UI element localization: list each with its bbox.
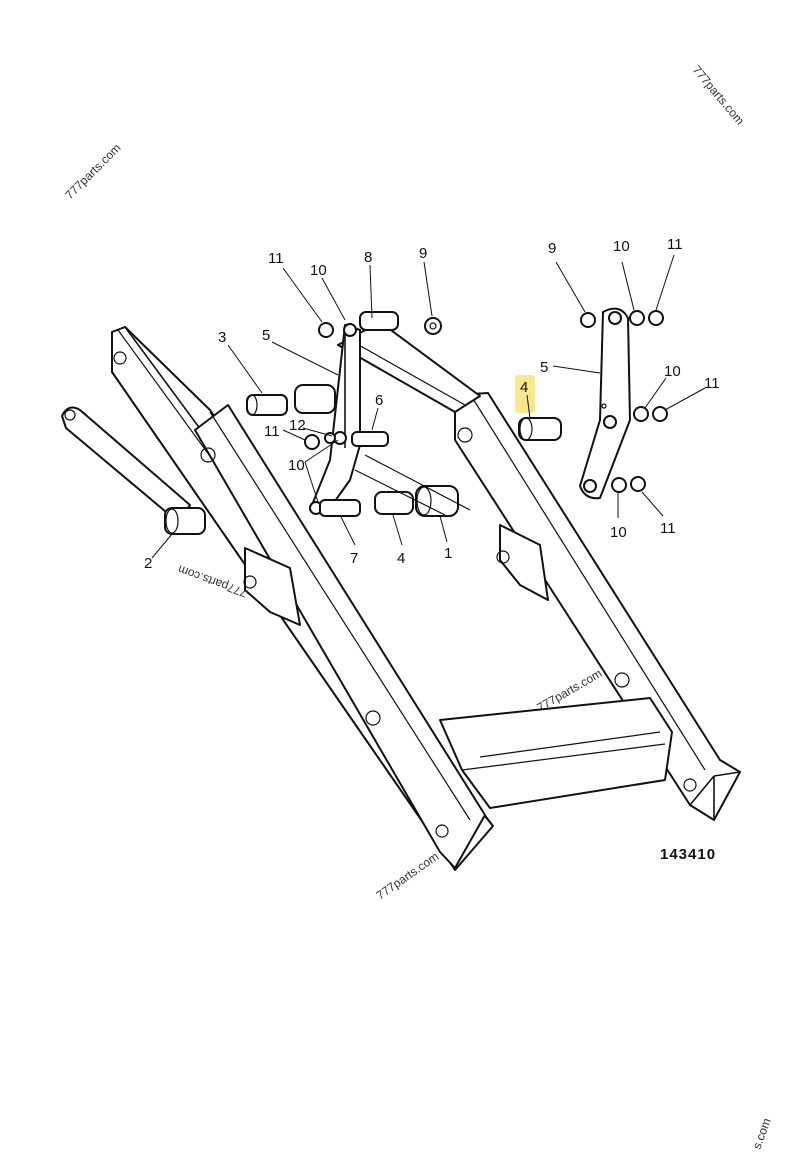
linkage-plate-left — [309, 323, 361, 516]
callout-10: 10 — [288, 457, 305, 474]
callout-11: 11 — [704, 375, 720, 392]
callout-9: 9 — [419, 245, 427, 262]
link-bar — [61, 406, 206, 535]
callout-8: 8 — [364, 249, 372, 266]
right-hardware — [518, 310, 668, 493]
callout-5: 5 — [540, 359, 548, 376]
callout-11: 11 — [264, 423, 280, 440]
callout-12: 12 — [289, 417, 306, 434]
watermark-top-right: 777parts.com — [690, 63, 747, 128]
callout-4-highlighted: 4 — [520, 379, 528, 396]
watermark-frame-left: 777parts.com — [176, 562, 249, 600]
left-hardware — [246, 311, 471, 517]
callout-11: 11 — [667, 236, 683, 253]
figure-number: 143410 — [660, 846, 716, 863]
callout-10: 10 — [664, 363, 681, 380]
callout-10: 10 — [310, 262, 327, 279]
callout-7: 7 — [350, 550, 358, 567]
watermark-top-left: 777parts.com — [62, 141, 123, 202]
callout-9: 9 — [548, 240, 556, 257]
callout-11: 11 — [660, 520, 676, 537]
callout-10: 10 — [613, 238, 630, 255]
linkage-plate-right — [579, 307, 631, 500]
watermark-bottom-right: s.com — [750, 1116, 774, 1151]
callout-6: 6 — [375, 392, 383, 409]
callout-10: 10 — [610, 524, 627, 541]
callout-5: 5 — [262, 327, 270, 344]
highlight-part-4 — [515, 375, 535, 413]
callout-3: 3 — [218, 329, 226, 346]
watermark-bottom: 777parts.com — [374, 849, 442, 902]
callout-4: 4 — [397, 550, 405, 567]
callout-1: 1 — [444, 545, 452, 562]
leader-lines — [151, 254, 706, 559]
callouts: 11 10 8 9 3 5 6 11 12 10 7 4 1 2 4 9 10 … — [144, 236, 720, 572]
loader-frame — [111, 321, 741, 871]
callout-2: 2 — [144, 555, 152, 572]
callout-11: 11 — [268, 250, 284, 267]
